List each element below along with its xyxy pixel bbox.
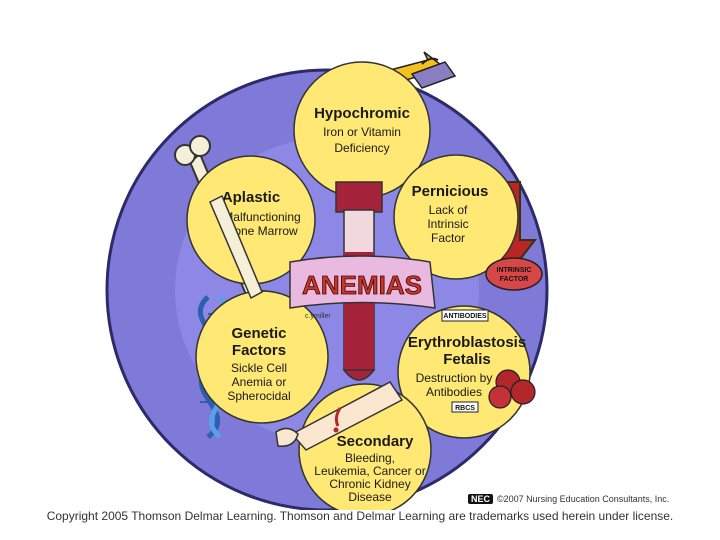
nec-credit: NEC ©2007 Nursing Education Consultants,…: [468, 494, 669, 504]
node-aplastic: Aplastic Malfunctioning Bone Marrow: [186, 155, 316, 285]
node-line: Bone Marrow: [226, 224, 298, 238]
node-line: Spherocidal: [227, 389, 290, 403]
bone-overlay-icon: [209, 194, 263, 300]
node-line: Antibodies: [426, 385, 482, 399]
copyright-footer: Copyright 2005 Thomson Delmar Learning. …: [46, 509, 674, 523]
node-line: Anemia or: [232, 375, 287, 389]
node-hypochromic: Hypochromic Iron or Vitamin Deficiency: [293, 61, 431, 199]
node-title: Aplastic: [222, 189, 280, 206]
node-title: Hypochromic: [314, 105, 410, 122]
node-pernicious: Pernicious Lack of Intrinsic Factor: [393, 154, 519, 280]
bleeding-arm-icon: [275, 381, 404, 451]
node-genetic: Genetic Factors Sickle Cell Anemia or Sp…: [195, 290, 329, 424]
node-title: Erythroblastosis: [408, 334, 526, 351]
node-line: Malfunctioning: [223, 210, 300, 224]
node-line: Destruction by: [416, 371, 493, 385]
node-title: Factors: [232, 342, 286, 359]
nec-credit-text: ©2007 Nursing Education Consultants, Inc…: [497, 494, 670, 504]
anemias-banner: ANEMIAS c.ymiller: [289, 255, 436, 320]
node-line: Sickle Cell: [231, 361, 287, 375]
node-title: Fetalis: [443, 351, 491, 368]
node-line: Factor: [431, 231, 465, 245]
tag-text: ANTIBODIES: [443, 313, 487, 320]
node-line: Chronic Kidney: [329, 477, 410, 491]
node-title: Pernicious: [412, 183, 489, 200]
artist-signature: c.ymiller: [305, 313, 331, 320]
tag-text: RBCS: [455, 405, 475, 412]
rbc-cluster-icon: RBCS: [451, 369, 536, 413]
anemias-diagram: Hypochromic Iron or Vitamin Deficiency P…: [105, 51, 549, 517]
node-line: Deficiency: [334, 141, 389, 155]
node-line: Lack of: [429, 203, 468, 217]
diagram-card: Hypochromic Iron or Vitamin Deficiency P…: [30, 22, 690, 517]
node-line: Bleeding,: [345, 451, 395, 465]
intrinsic-factor-badge: INTRINSIC FACTOR: [485, 257, 543, 291]
node-title: Secondary: [337, 433, 414, 450]
node-line: Iron or Vitamin: [323, 125, 401, 139]
antibodies-tag: ANTIBODIES: [441, 309, 489, 322]
tag-line: INTRINSIC: [497, 267, 532, 274]
node-line: Leukemia, Cancer or: [314, 464, 425, 478]
node-line: Disease: [348, 490, 392, 504]
node-line: Intrinsic: [427, 217, 468, 231]
node-title: Genetic: [231, 325, 286, 342]
center-label: ANEMIAS: [302, 270, 422, 300]
nec-logo: NEC: [468, 494, 494, 504]
tag-line: FACTOR: [500, 276, 529, 283]
